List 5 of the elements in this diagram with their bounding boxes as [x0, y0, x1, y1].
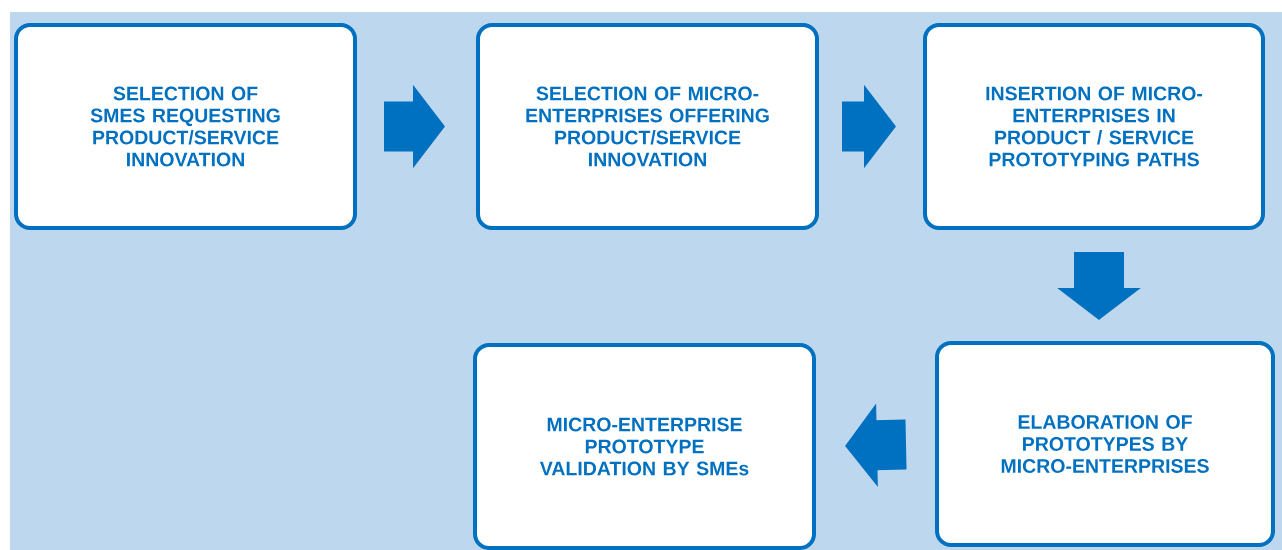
process-box: INSERTION OF MICRO-ENTERPRISES IN PRODUCT / SERVICE PROTOTYPING PATHS: [923, 23, 1265, 230]
process-box: ELABORATION OF PROTOTYPES BY MICRO-ENTERPRISES: [935, 341, 1275, 547]
process-box: SELECTION OF SMES REQUESTING PRODUCT/SERVICE INNOVATION: [14, 23, 357, 230]
process-box: MICRO-ENTERPRISE PROTOTYPE VALIDATION BY SMEs: [473, 343, 816, 550]
process-box: SELECTION OF MICRO-ENTERPRISES OFFERING PRODUCT/SERVICE INNOVATION: [476, 23, 819, 230]
